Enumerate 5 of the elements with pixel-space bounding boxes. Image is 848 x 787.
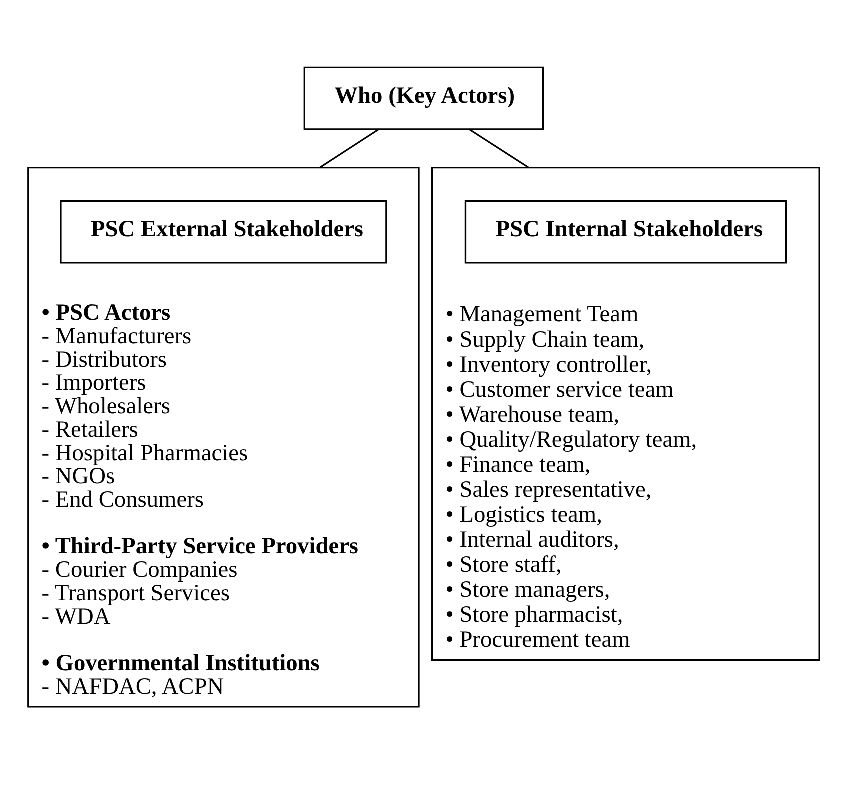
connector [468, 128, 530, 168]
node-box: PSC External Stakeholders [60, 200, 388, 264]
connector [320, 128, 380, 168]
node-box: Who (Key Actors) [304, 66, 544, 130]
node-box: PSC Internal Stakeholders [464, 200, 788, 264]
